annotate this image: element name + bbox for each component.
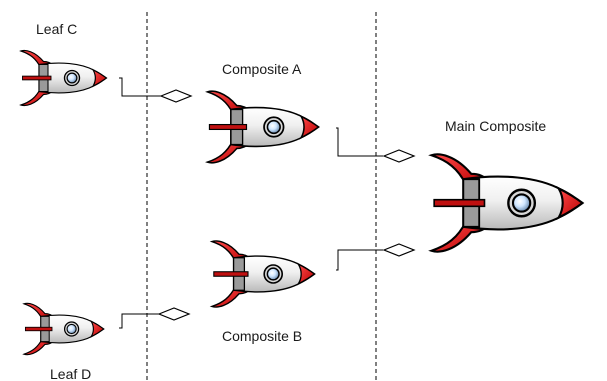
aggregation-diamond-icon: [383, 243, 415, 257]
connector-leaf-c-to-composite-a: [119, 77, 192, 103]
main-composite-label: Main Composite: [445, 118, 546, 134]
aggregation-diamond-icon: [160, 89, 192, 103]
aggregation-diamond-icon: [383, 149, 415, 163]
connector-composite-a-to-main: [336, 127, 415, 163]
leaf-d-rocket-icon: [23, 302, 105, 356]
composite-b-label: Composite B: [222, 328, 302, 344]
leaf-d-label: Leaf D: [50, 366, 91, 381]
leaf-c-label: Leaf C: [36, 21, 77, 37]
aggregation-diamond-icon: [158, 307, 190, 321]
main-composite-rocket-icon: [430, 152, 584, 254]
composite-a-rocket-icon: [206, 90, 320, 164]
leaf-c-rocket-icon: [20, 49, 108, 107]
composite-a-label: Composite A: [222, 61, 302, 77]
connector-composite-b-to-main: [336, 243, 415, 271]
composite-b-rocket-icon: [210, 239, 316, 309]
connector-leaf-d-to-composite-b: [119, 307, 190, 329]
